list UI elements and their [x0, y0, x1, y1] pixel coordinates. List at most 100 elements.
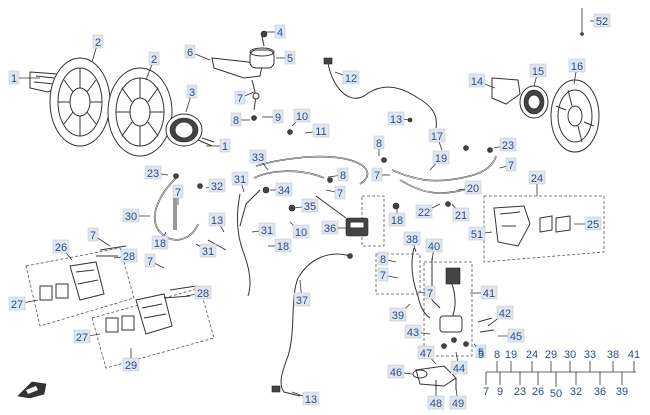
- callout-7: 7: [417, 285, 436, 300]
- callout-box: [312, 123, 330, 138]
- callout-box: [388, 212, 406, 227]
- callout-44: 44: [450, 351, 468, 375]
- callout-box: [122, 357, 140, 372]
- callout-number: 32: [211, 181, 223, 193]
- callout-box: [8, 296, 26, 311]
- callout-23: 23: [493, 137, 517, 152]
- callout-number: 28: [197, 288, 209, 300]
- callout-number: 39: [392, 310, 404, 322]
- callout-number: 20: [467, 183, 479, 195]
- kit-part-number: 38: [607, 349, 619, 361]
- front-master-cylinder: [211, 30, 275, 121]
- callout-34: 34: [270, 182, 293, 197]
- callout-box: [387, 111, 405, 126]
- callout-25: 25: [574, 216, 602, 231]
- callout-45: 45: [498, 328, 525, 343]
- callout-8: 8: [377, 251, 397, 266]
- callout-number: 25: [587, 219, 599, 231]
- kit-part-number: 9: [497, 386, 503, 398]
- callout-number: 45: [510, 331, 522, 343]
- callout-box: [584, 216, 602, 231]
- callout-43: 43: [404, 324, 431, 339]
- callout-12: 12: [334, 70, 360, 85]
- callout-number: 37: [296, 295, 308, 307]
- callout-number: 36: [324, 223, 336, 235]
- callout-box: [373, 135, 385, 150]
- callout-box: [499, 137, 517, 152]
- callout-31: 31: [231, 171, 249, 193]
- callout-box: [321, 220, 339, 235]
- callout-number: 42: [499, 308, 511, 320]
- callout-7: 7: [377, 267, 399, 282]
- callout-13: 13: [291, 391, 320, 406]
- kit-part-number: 30: [564, 349, 576, 361]
- callout-box: [593, 13, 611, 28]
- callout-box: [284, 50, 296, 65]
- callout-49: 49: [449, 387, 467, 410]
- callout-box: [387, 364, 405, 379]
- callout-box: [452, 207, 470, 222]
- callout-box: [148, 51, 160, 66]
- callout-7: 7: [325, 185, 346, 200]
- callout-box: [8, 70, 20, 85]
- callout-number: 3: [189, 87, 195, 99]
- callout-number: 2: [95, 37, 101, 49]
- callout-8: 8: [327, 167, 349, 182]
- callout-box: [377, 251, 389, 266]
- callout-38: 38: [403, 231, 421, 253]
- callout-number: 46: [390, 367, 402, 379]
- callout-box: [334, 185, 346, 200]
- callout-number: 44: [453, 363, 465, 375]
- callout-number: 5: [287, 53, 293, 65]
- front-left-disc-assembly: [29, 57, 215, 157]
- callout-box: [528, 170, 546, 185]
- kit-part-number: 19: [505, 349, 517, 361]
- callout-32: 32: [205, 178, 226, 193]
- callout-number: 22: [418, 207, 430, 219]
- callout-24: 24: [528, 170, 546, 196]
- callout-number: 24: [531, 173, 543, 185]
- callout-number: 51: [471, 229, 483, 241]
- callout-box: [151, 235, 169, 250]
- callout-number: 7: [147, 256, 153, 268]
- callout-number: 7: [374, 170, 380, 182]
- callout-box: [122, 208, 140, 223]
- callout-46: 46: [387, 364, 413, 379]
- callout-box: [428, 128, 446, 143]
- callout-40: 40: [425, 238, 443, 263]
- callout-box: [371, 167, 383, 182]
- callout-33: 33: [249, 149, 269, 171]
- front-caliper-left: [25, 245, 135, 327]
- callout-18: 18: [388, 206, 406, 227]
- callout-box: [186, 84, 198, 99]
- callout-number: 1: [222, 141, 228, 153]
- callout-4: 4: [266, 24, 286, 39]
- callout-18: 18: [268, 238, 292, 253]
- callout-box: [292, 224, 310, 239]
- callout-box: [258, 222, 276, 237]
- callout-box: [480, 285, 498, 300]
- callout-box: [184, 44, 196, 59]
- callout-27: 27: [73, 329, 101, 344]
- callout-box: [199, 243, 217, 258]
- callout-number: 4: [277, 27, 283, 39]
- callout-box: [219, 138, 231, 153]
- callout-10: 10: [291, 108, 311, 127]
- callout-5: 5: [473, 343, 487, 359]
- callout-18: 18: [151, 231, 169, 250]
- callout-8: 8: [373, 135, 385, 156]
- callout-number: 1: [11, 73, 17, 85]
- callout-number: 10: [295, 227, 307, 239]
- callout-number: 6: [187, 47, 193, 59]
- callout-box: [568, 58, 586, 73]
- front-caliper-right: [91, 285, 215, 369]
- callout-box: [464, 180, 482, 195]
- callout-number: 31: [261, 225, 273, 237]
- callout-37: 37: [293, 279, 311, 307]
- callout-number: 30: [125, 211, 137, 223]
- callout-10: 10: [289, 221, 310, 239]
- callout-box: [272, 109, 284, 124]
- callout-22: 22: [415, 203, 441, 219]
- callout-number: 52: [596, 16, 608, 28]
